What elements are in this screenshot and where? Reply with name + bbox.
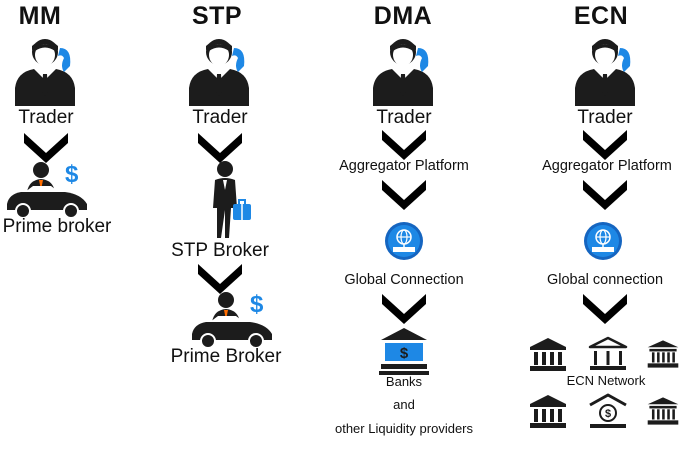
trader-label: Trader (18, 107, 74, 128)
prime-broker-car-icon (188, 290, 278, 350)
banks-label: Banks (385, 374, 423, 389)
chevron-down-icon (583, 130, 627, 160)
bank-dollar-icon (588, 393, 628, 429)
bank-icon (646, 336, 680, 372)
trader-label: Trader (577, 107, 633, 128)
chevron-down-icon (583, 294, 627, 324)
trader-icon (572, 36, 642, 106)
aggregator-platform-label: Aggregator Platform (339, 158, 469, 174)
chevron-down-icon (382, 180, 426, 210)
chevron-down-icon (24, 133, 68, 163)
stp-broker-icon (205, 160, 255, 240)
chevron-down-icon (198, 133, 242, 163)
chevron-down-icon (382, 130, 426, 160)
prime-broker-label: Prime broker (2, 216, 112, 237)
trader-label: Trader (376, 107, 432, 128)
trader-icon (12, 36, 82, 106)
stp-title: STP (191, 2, 243, 30)
mm-title: MM (18, 2, 62, 30)
trader-icon (370, 36, 440, 106)
bank-icon (588, 336, 628, 372)
global-connection-label: Global Connection (344, 272, 464, 288)
prime-broker-label: Prime Broker (170, 346, 282, 367)
trader-label: Trader (192, 107, 248, 128)
global-connection-icon (384, 221, 424, 261)
ecn-network-label: ECN Network (566, 373, 646, 388)
chevron-down-icon (583, 180, 627, 210)
prime-broker-car-icon (3, 160, 93, 220)
and-label: and (393, 397, 415, 412)
aggregator-platform-label: Aggregator Platform (542, 158, 672, 174)
ecn-title: ECN (573, 2, 629, 30)
bank-icon (379, 326, 429, 376)
global-connection-label: Global connection (546, 272, 664, 288)
trader-icon (186, 36, 256, 106)
global-connection-icon (583, 221, 623, 261)
chevron-down-icon (382, 294, 426, 324)
stp-broker-label: STP Broker (171, 240, 269, 261)
dma-title: DMA (373, 2, 433, 30)
liquidity-providers-label: other Liquidity providers (334, 421, 474, 436)
bank-icon (528, 393, 568, 429)
bank-icon (646, 393, 680, 429)
bank-icon (528, 336, 568, 372)
